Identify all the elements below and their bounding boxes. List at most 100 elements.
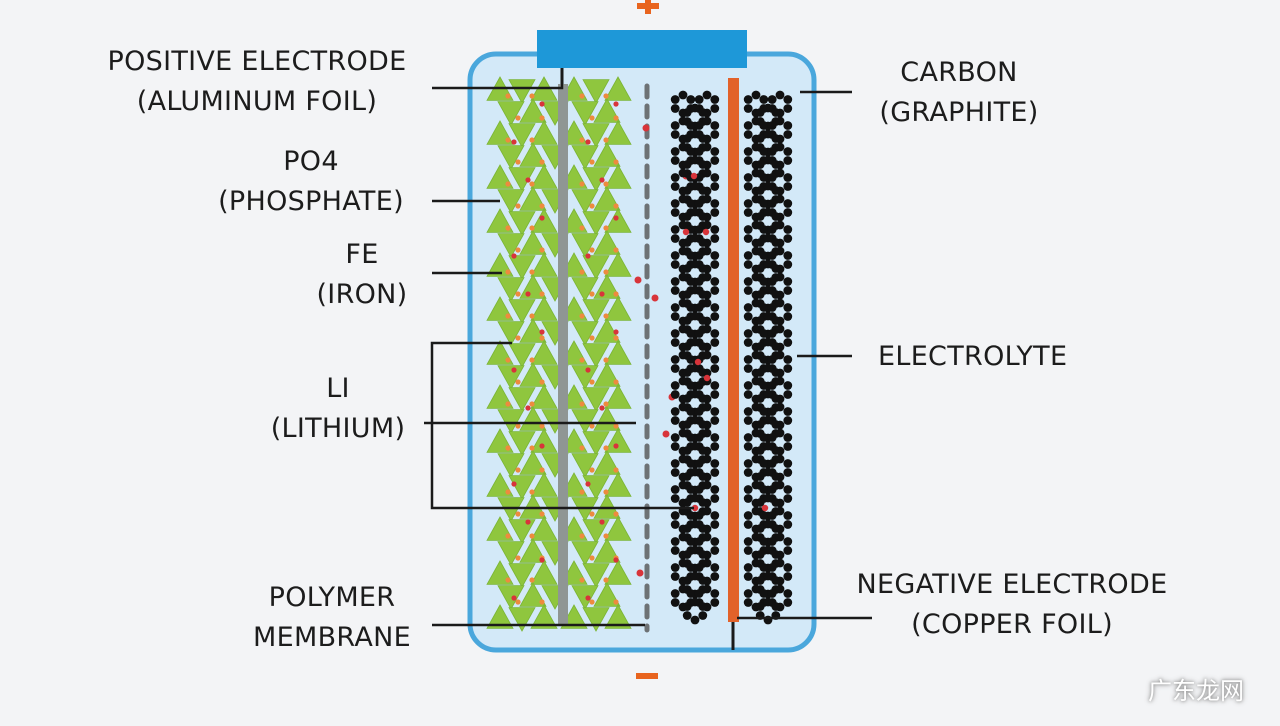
phosphate-crystal (530, 340, 558, 365)
phosphate-crystal (571, 541, 599, 566)
carbon-atom (698, 576, 708, 585)
carbon-atom (682, 316, 692, 325)
carbon-atom (751, 376, 761, 386)
phosphate-crystal (508, 343, 536, 368)
carbon-atom (694, 381, 704, 390)
carbon-atom (682, 342, 692, 351)
carbon-atom (694, 537, 704, 546)
carbon-atom (682, 160, 692, 169)
carbon-atom (710, 355, 720, 364)
carbon-atom (755, 342, 765, 351)
phosphate-crystal (497, 453, 525, 478)
carbon-atom (710, 338, 720, 347)
lithium-atom (613, 443, 619, 449)
intercalated-lithium-ion (703, 374, 711, 382)
carbon-atom (763, 233, 773, 243)
copper-foil-current-collector (728, 78, 739, 622)
iron-atom (579, 489, 585, 495)
carbon-atom (690, 571, 700, 581)
label-carbon-line2: (GRAPHITE) (879, 97, 1039, 128)
carbon-atom (751, 350, 761, 360)
carbon-atom (783, 381, 793, 390)
phosphate-crystal (508, 123, 536, 148)
carbon-atom (775, 142, 785, 152)
free-lithium-ion (634, 276, 642, 284)
carbon-atom (690, 415, 700, 425)
carbon-atom (670, 459, 680, 468)
carbon-atom (759, 251, 769, 260)
phosphate-crystal (593, 142, 621, 167)
label-phosphate-line1: PO4 (283, 146, 339, 177)
carbon-atom (682, 472, 692, 481)
carbon-atom (771, 368, 781, 377)
carbon-atom (767, 147, 777, 156)
carbon-atom (755, 602, 765, 611)
carbon-atom (743, 329, 753, 338)
carbon-atom (783, 329, 793, 338)
free-lithium-ion (636, 569, 644, 577)
phosphate-crystal (571, 453, 599, 478)
iron-atom (579, 269, 585, 275)
carbon-atom (694, 407, 704, 416)
phosphate-crystal (508, 211, 536, 236)
carbon-atom (771, 108, 781, 117)
carbon-atom (670, 563, 680, 572)
phosphate-crystal (604, 516, 632, 541)
iron-atom (515, 599, 521, 605)
carbon-atom (783, 485, 793, 494)
carbon-atom (670, 312, 680, 321)
phosphate-crystal (497, 233, 525, 258)
carbon-atom (690, 597, 700, 607)
carbon-atom (755, 576, 765, 585)
label-positive-electrode-line1: POSITIVE ELECTRODE (107, 46, 407, 77)
label-polymer-membrane: POLYMER MEMBRANE (232, 578, 432, 658)
phosphate-crystal (593, 450, 621, 475)
carbon-atom (710, 563, 720, 572)
phosphate-crystal (508, 563, 536, 588)
label-phosphate-line2: (PHOSPHATE) (218, 186, 404, 217)
phosphate-crystal (508, 299, 536, 324)
carbon-atom (710, 572, 720, 581)
phosphate-crystal (582, 387, 610, 412)
carbon-atom (694, 147, 704, 156)
phosphate-crystal (497, 321, 525, 346)
iron-atom (505, 401, 511, 407)
phosphate-crystal (582, 123, 610, 148)
iron-atom (613, 599, 619, 605)
carbon-atom (682, 611, 692, 620)
carbon-atom (743, 121, 753, 130)
carbon-atom (694, 199, 704, 208)
carbon-atom (783, 338, 793, 347)
iron-atom (529, 137, 535, 143)
lithium-atom (511, 481, 517, 487)
carbon-atom (771, 290, 781, 299)
carbon-atom (678, 298, 688, 308)
iron-atom (505, 577, 511, 583)
carbon-atom (690, 441, 700, 451)
carbon-atom (775, 480, 785, 490)
phosphate-crystal (519, 538, 547, 563)
carbon-atom (767, 173, 777, 182)
iron-atom (579, 313, 585, 319)
carbon-atom (783, 173, 793, 182)
carbon-atom (678, 350, 688, 360)
carbon-atom (694, 303, 704, 312)
carbon-atom (751, 90, 761, 100)
carbon-atom (690, 129, 700, 139)
carbon-atom (743, 234, 753, 243)
iron-atom (539, 335, 545, 341)
carbon-atom (690, 363, 700, 373)
carbon-atom (686, 355, 696, 364)
lithium-atom (539, 443, 545, 449)
carbon-atom (682, 264, 692, 273)
iron-atom (529, 93, 535, 99)
carbon-atom (767, 381, 777, 390)
iron-atom (515, 423, 521, 429)
phosphate-crystal (604, 384, 632, 409)
carbon-atom (751, 142, 761, 152)
carbon-atom (783, 234, 793, 243)
phosphate-crystal (593, 98, 621, 123)
carbon-atom (743, 173, 753, 182)
iron-atom (613, 511, 619, 517)
carbon-atom (763, 207, 773, 217)
